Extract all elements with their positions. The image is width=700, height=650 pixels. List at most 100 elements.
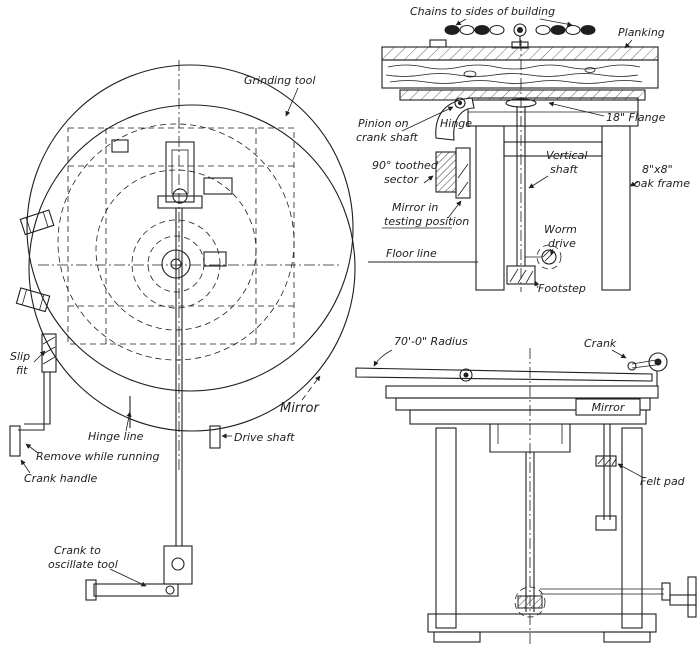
- oscillate-crank-label-1: Crank to: [54, 544, 101, 557]
- frame-left-leg: [475, 125, 505, 291]
- hub-dashed-circle: [131, 219, 221, 309]
- tie-rod-cap: [661, 582, 671, 601]
- worm-gear: [541, 249, 557, 265]
- floor-line-label: Floor line: [386, 247, 437, 260]
- leader-chain-right: [539, 18, 573, 27]
- base-beam: [427, 613, 657, 633]
- chain-link: [474, 25, 490, 35]
- leader-oscillate-crank: [109, 568, 147, 587]
- leader-hinge-line: [125, 411, 132, 432]
- grinding-tool-label: Grinding tool: [244, 74, 315, 87]
- planking-lower-slab: [381, 59, 659, 89]
- worm-drive-label-2: drive: [548, 237, 576, 250]
- crank-handle-grip: [9, 425, 21, 457]
- felt-pad-rod: [603, 424, 611, 520]
- leader-vertical-shaft: [528, 175, 549, 189]
- chain-link: [580, 25, 596, 35]
- wood-grain: [387, 64, 641, 70]
- leader-flange: [548, 101, 605, 117]
- hinge-line-label: Hinge line: [88, 430, 144, 443]
- leader-pinion: [401, 106, 454, 132]
- frame-mid-rail: [503, 141, 603, 157]
- grinding-tool-circle: [26, 64, 354, 392]
- chain-link: [550, 25, 566, 35]
- radius-arm-pivot: [459, 368, 473, 382]
- tie-rod: [540, 588, 664, 595]
- worm-gear-pitch-circle: [536, 244, 562, 270]
- small-block-1: [111, 139, 129, 153]
- leader-mirror-testing: [447, 200, 462, 219]
- vertical-shaft-label-1: Vertical: [546, 149, 587, 162]
- crank-wheel: [648, 352, 668, 372]
- crank-small-wheel: [627, 361, 637, 371]
- small-block-2: [203, 177, 233, 195]
- slip-fit-hatch: [42, 336, 56, 365]
- footstep-bearing: [506, 265, 536, 285]
- footstep-label: Footstep: [538, 282, 586, 295]
- leader-grinding-tool: [285, 87, 299, 117]
- mirror-edge-box: [575, 398, 641, 416]
- mirror-circle: [28, 104, 356, 432]
- leader-oak-frame: [629, 181, 639, 187]
- leader-slip-fit: [33, 350, 46, 363]
- tool-carriage: [165, 141, 195, 203]
- section-vertical-shaft: [525, 452, 535, 612]
- table-slab-3: [409, 409, 647, 425]
- remove-while-running-label: Remove while running: [36, 450, 159, 463]
- hinge-label: Hinge: [440, 117, 472, 130]
- mirror-grinding-slab: [399, 89, 646, 101]
- table-slab-1: [385, 385, 659, 399]
- toothed-sector: [435, 151, 457, 193]
- radius-label: 70'-0" Radius: [394, 335, 468, 348]
- planking-top-slab: [381, 46, 659, 61]
- bottom-worm-hub: [517, 595, 543, 609]
- leader-footstep: [534, 280, 540, 289]
- section-left-leg: [435, 427, 457, 629]
- chain-link: [535, 24, 551, 36]
- bottom-worm-gear: [514, 586, 546, 618]
- slip-fit-label-1: Slip: [10, 350, 30, 363]
- edge-clip-1: [19, 209, 55, 236]
- wood-grain: [385, 73, 639, 77]
- corner-bracket-arm: [669, 594, 697, 606]
- plan-view: Grinding tool Slip fit Hinge line Remove…: [9, 60, 356, 601]
- radius-arm: [355, 367, 653, 382]
- leader-crank: [611, 349, 627, 359]
- drive-shaft-stub: [209, 425, 221, 449]
- spindle-housing: [489, 424, 571, 453]
- pinion-label-1: Pinion on: [358, 117, 409, 130]
- rod-block: [595, 515, 617, 531]
- chain-link: [565, 24, 581, 36]
- crank-label: Crank: [584, 337, 617, 350]
- eye-bolt-pin: [517, 27, 523, 33]
- planking-label: Planking: [618, 26, 665, 39]
- leader-sector: [423, 175, 434, 184]
- edge-clip-2: [15, 287, 51, 313]
- mirror-testing-hatch: [457, 163, 469, 197]
- elevation-view: Chains to sides of building Planking Pin…: [356, 5, 690, 295]
- plank-bolt: [429, 39, 447, 48]
- corner-bracket-post: [687, 576, 697, 618]
- leader-felt-pad: [617, 463, 645, 479]
- section-view: 70'-0" Radius Crank Mirror Felt pad: [355, 335, 697, 644]
- sector-label-1: 90° toothed: [372, 159, 439, 172]
- oscillate-crank-label-2: oscillate tool: [48, 558, 118, 571]
- leader-planking: [624, 39, 633, 49]
- chain-link: [444, 25, 460, 35]
- felt-pad: [595, 455, 617, 467]
- chains-label: Chains to sides of building: [410, 5, 555, 18]
- pinion-pin: [458, 101, 462, 105]
- section-right-leg: [621, 427, 643, 629]
- felt-pad-label: Felt pad: [640, 475, 686, 488]
- mirror-label: Mirror: [280, 401, 320, 416]
- base-foot-left: [433, 631, 481, 643]
- mirror-testing-slab: [455, 147, 471, 199]
- frame-dashed-outline: [67, 127, 295, 345]
- mirror-testing-label-2: testing position: [384, 215, 469, 228]
- chain-link: [489, 24, 505, 36]
- footstep-hatch: [509, 268, 534, 284]
- vertical-shaft-label-2: shaft: [550, 163, 578, 176]
- mirror-testing-label-1: Mirror in: [392, 201, 438, 214]
